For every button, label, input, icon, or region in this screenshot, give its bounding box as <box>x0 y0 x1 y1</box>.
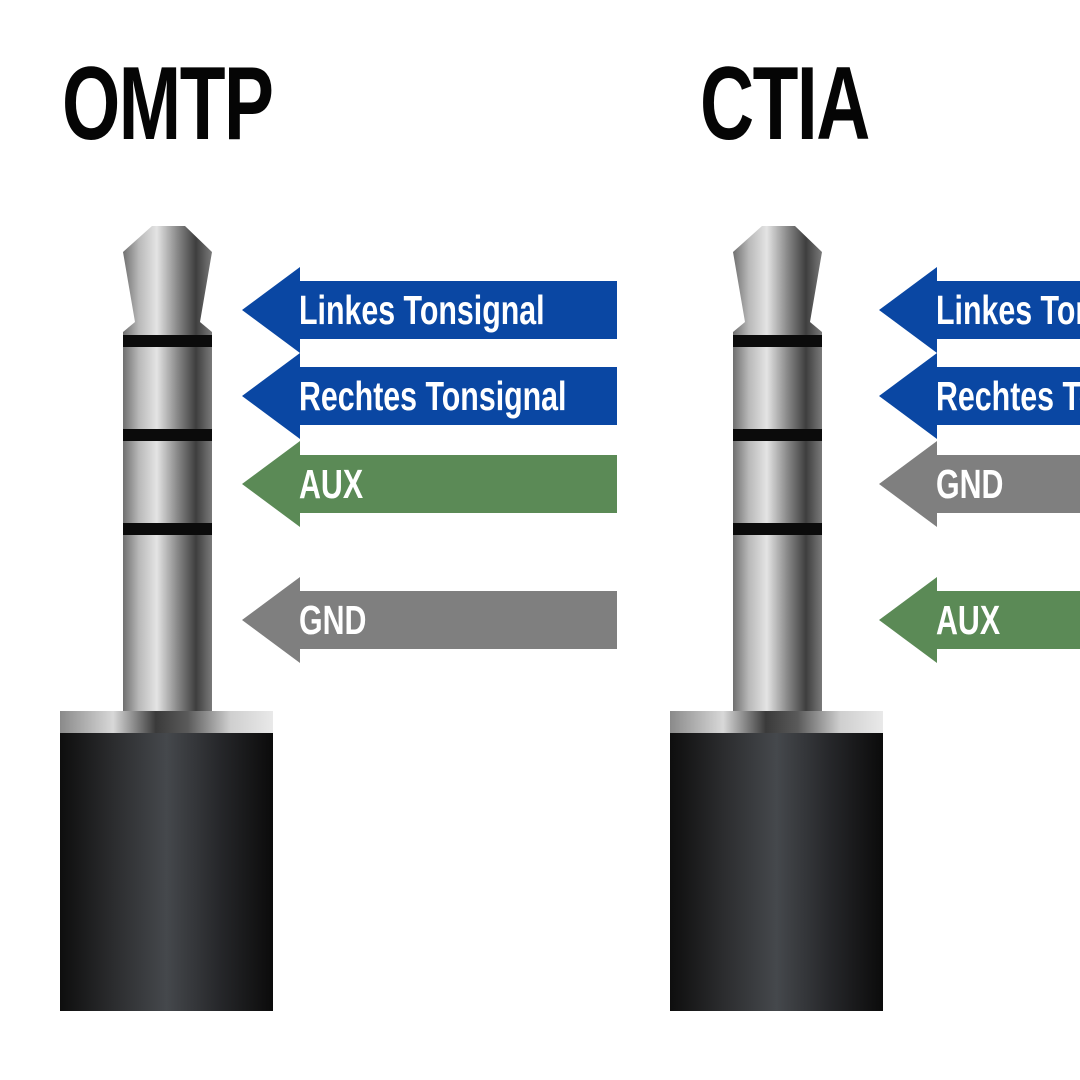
omtp-insulator-ring-3 <box>123 523 212 535</box>
label-text: Linkes Tonsignal <box>936 287 1080 333</box>
arrow-left-icon <box>242 577 300 663</box>
ctia-insulator-ring-3 <box>733 523 822 535</box>
label-band <box>299 281 617 339</box>
ctia-insulator-ring-1 <box>733 335 822 347</box>
label-band <box>299 591 617 649</box>
arrow-left-icon <box>879 441 937 527</box>
label-text: AUX <box>299 461 364 507</box>
ctia-plug-collar <box>670 711 883 733</box>
label-text: GND <box>299 597 367 643</box>
ctia-panel: CTIA Linkes Tonsignal Rechtes Tonsignal … <box>540 0 1080 1080</box>
omtp-label-sleeve: GND <box>242 577 622 663</box>
label-text: GND <box>936 461 1004 507</box>
label-text: Linkes Tonsignal <box>299 287 545 333</box>
omtp-plug-collar <box>60 711 273 733</box>
ctia-label-tip: Linkes Tonsignal <box>879 267 1080 353</box>
omtp-panel: OMTP Linkes Tonsignal Rechtes Tonsignal … <box>62 46 617 663</box>
omtp-label-ring-2: AUX <box>242 441 622 527</box>
arrow-left-icon <box>879 577 937 663</box>
label-band <box>936 281 1080 339</box>
arrow-left-icon <box>242 353 300 439</box>
omtp-label-ring-1: Rechtes Tonsignal <box>242 353 622 439</box>
label-band <box>936 455 1080 513</box>
omtp-plug-housing <box>60 733 273 1011</box>
label-band <box>299 455 617 513</box>
label-text: Rechtes Tonsignal <box>936 373 1080 419</box>
ctia-plug-housing <box>670 733 883 1011</box>
ctia-plug <box>670 226 883 1011</box>
omtp-insulator-ring-1 <box>123 335 212 347</box>
label-band <box>936 367 1080 425</box>
ctia-title: CTIA <box>700 46 870 162</box>
ctia-label-ring-1: Rechtes Tonsignal <box>879 353 1080 439</box>
omtp-plug-tip <box>123 226 212 345</box>
omtp-label-tip: Linkes Tonsignal <box>242 267 622 353</box>
arrow-left-icon <box>879 353 937 439</box>
arrow-left-icon <box>242 267 300 353</box>
ctia-label-ring-2: GND <box>879 441 1080 527</box>
label-band <box>936 591 1080 649</box>
ctia-plug-tip <box>733 226 822 345</box>
arrow-left-icon <box>879 267 937 353</box>
label-text: AUX <box>936 597 1001 643</box>
omtp-plug <box>60 226 273 1011</box>
arrow-left-icon <box>242 441 300 527</box>
label-band <box>299 367 617 425</box>
ctia-label-sleeve: AUX <box>879 577 1080 663</box>
ctia-insulator-ring-2 <box>733 429 822 441</box>
label-text: Rechtes Tonsignal <box>299 373 567 419</box>
omtp-insulator-ring-2 <box>123 429 212 441</box>
omtp-title: OMTP <box>62 46 274 162</box>
